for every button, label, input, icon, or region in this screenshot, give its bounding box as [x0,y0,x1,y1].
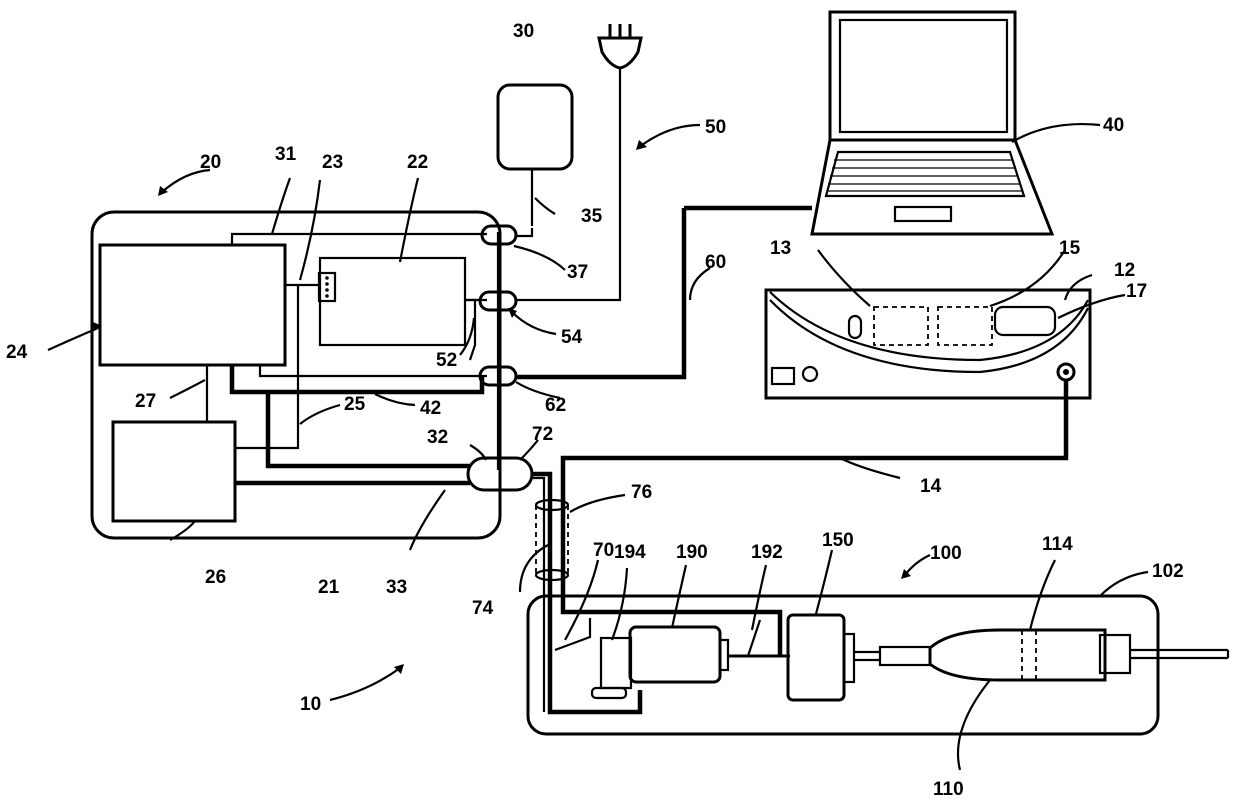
label-32: 32 [427,427,448,448]
label-27: 27 [135,391,156,412]
label-15: 15 [1059,238,1081,259]
label-150: 150 [822,530,854,551]
label-22: 22 [407,152,428,173]
label-33: 33 [386,577,407,598]
label-62: 62 [545,395,566,416]
label-74: 74 [472,598,494,619]
block-194 [601,638,631,688]
label-54: 54 [561,327,583,348]
label-31: 31 [275,144,297,165]
label-70: 70 [593,540,614,561]
label-30: 30 [513,21,534,42]
label-35: 35 [581,206,603,227]
block-22 [320,258,465,345]
label-14: 14 [920,476,942,497]
dashed-box-13 [874,307,928,345]
label-110: 110 [933,779,964,800]
label-17: 17 [1126,281,1147,302]
dashed-box-15 [938,307,992,345]
label-192: 192 [751,542,783,563]
label-25: 25 [344,394,366,415]
unit-150 [788,615,844,700]
label-194: 194 [614,542,646,563]
label-190: 190 [676,542,708,563]
label-23: 23 [322,152,343,173]
plug-50 [599,38,641,68]
label-12: 12 [1114,260,1135,281]
label-100: 100 [930,543,962,564]
motor-190 [630,627,720,682]
label-26: 26 [205,567,226,588]
label-50: 50 [705,117,726,138]
label-52: 52 [436,350,457,371]
label-20: 20 [200,152,221,173]
display-17 [995,307,1055,335]
label-76: 76 [631,482,652,503]
device-30 [498,85,572,169]
block-26 [113,422,235,521]
label-10: 10 [300,694,321,715]
handpiece-110 [930,630,1105,680]
label-72: 72 [532,424,553,445]
laptop-40 [830,12,1015,140]
label-42: 42 [420,398,441,419]
label-13: 13 [770,238,791,259]
label-60: 60 [705,252,726,273]
label-21: 21 [318,577,340,598]
label-40: 40 [1103,115,1124,136]
label-37: 37 [567,262,588,283]
block-24 [100,245,285,365]
label-24: 24 [6,342,28,363]
label-114: 114 [1042,534,1073,555]
label-102: 102 [1152,561,1184,582]
